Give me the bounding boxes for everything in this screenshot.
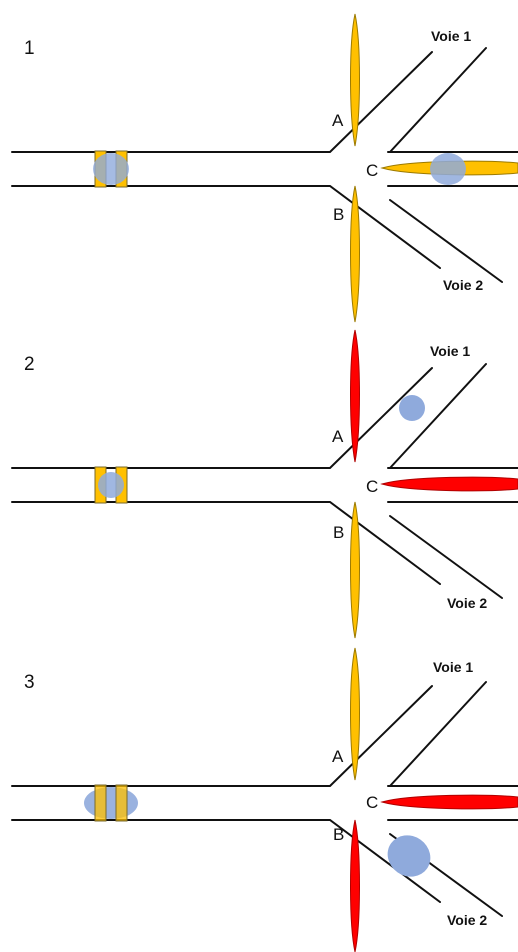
route2-outer-wall	[389, 515, 503, 599]
inlet-trap	[93, 150, 129, 188]
inlet-channel-bottom-wall	[11, 819, 441, 903]
inlet-trap	[84, 784, 138, 822]
label-b: B	[333, 523, 344, 542]
route-1-label: Voie 1	[431, 28, 471, 44]
label-b: B	[333, 825, 344, 844]
inlet-trap-left-bar	[94, 784, 107, 822]
valve-b	[350, 819, 360, 952]
particle	[84, 787, 138, 819]
inlet-channel-top-wall	[11, 51, 433, 153]
valve-c	[380, 794, 518, 810]
particle	[399, 395, 425, 421]
route1-outer-wall	[389, 47, 487, 153]
inlet-trap	[94, 466, 128, 504]
label-a: A	[332, 111, 344, 130]
panel-number: 2	[24, 354, 35, 375]
label-a: A	[332, 427, 344, 446]
particle	[387, 835, 431, 877]
inlet-trap-right-bar	[115, 784, 128, 822]
valve-b	[350, 501, 360, 639]
inlet-channel-bottom-wall	[11, 185, 441, 269]
inlet-channel-top-wall	[11, 367, 433, 469]
route2-outer-wall	[389, 199, 503, 283]
valve-a	[350, 13, 360, 147]
route-2-label: Voie 2	[447, 595, 487, 611]
label-c: C	[366, 477, 378, 496]
panel-1: 1 A B C Voie 1 Voie 2	[11, 13, 518, 323]
inlet-channel-bottom-wall	[11, 501, 441, 585]
panel-number: 1	[24, 38, 35, 59]
label-c: C	[366, 793, 378, 812]
panel-number: 3	[24, 672, 35, 693]
valve-b	[350, 185, 360, 323]
label-b: B	[333, 205, 344, 224]
route1-outer-wall	[389, 363, 487, 469]
particle	[93, 153, 129, 185]
particle	[430, 153, 466, 185]
label-a: A	[332, 747, 344, 766]
particle	[98, 472, 124, 498]
route1-outer-wall	[389, 681, 487, 787]
valve-c	[380, 476, 518, 492]
panel-2: 2 A B C Voie 1 Voie 2	[11, 329, 518, 639]
route-2-label: Voie 2	[447, 912, 487, 928]
valve-a	[350, 329, 360, 463]
route-1-label: Voie 1	[430, 343, 470, 359]
valve-a	[350, 647, 360, 781]
label-c: C	[366, 161, 378, 180]
route-1-label: Voie 1	[433, 659, 473, 675]
inlet-channel-top-wall	[11, 685, 433, 787]
route-2-label: Voie 2	[443, 277, 483, 293]
panel-3: 3 A B C Voie 1 Voie 2	[11, 647, 518, 952]
